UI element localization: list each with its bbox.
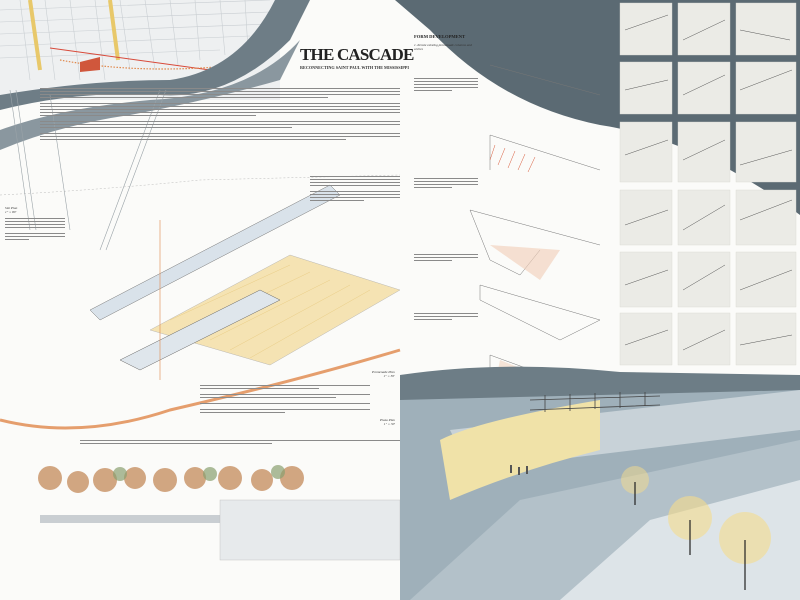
river-bank <box>0 40 300 150</box>
form-development-title: FORM DEVELOPMENT <box>414 34 466 39</box>
bar-elevation <box>38 465 401 561</box>
people <box>510 465 528 475</box>
render-view <box>400 366 800 600</box>
form-step-5-text <box>414 313 478 322</box>
bridge <box>529 392 661 412</box>
form-step-1: 1. Iterate existing promenade columns an… <box>414 43 472 52</box>
text-block-right <box>310 176 400 203</box>
plaza-plan-scale: 1" = 30' <box>383 422 395 426</box>
street-lamps <box>621 466 771 590</box>
promenade-plan <box>0 174 401 430</box>
page-subtitle: RECONNECTING SAINT PAUL WITH THE MISSISS… <box>300 65 409 70</box>
bridges <box>9 89 167 251</box>
promenade-plan-caption: Promenade Plan 1" = 30' <box>372 370 395 378</box>
promenade-plan-scale: 1" = 30' <box>383 374 395 378</box>
page-title: THE CASCADE <box>300 45 414 64</box>
site-plan-scale: 1" = 80' <box>5 210 17 214</box>
plaza-plan-caption: Plaza Plan 1" = 30' <box>380 418 395 426</box>
plaza-plan-label: Plaza Plan <box>380 418 395 422</box>
form-step-2-text <box>414 78 478 93</box>
intro-text-block <box>40 88 400 142</box>
site-plan-caption: Site Plan 1" = 80' <box>5 206 17 214</box>
sketch-grid <box>619 2 797 366</box>
elevation-text <box>80 440 400 446</box>
form-step-4-text <box>414 254 478 263</box>
site-plan-label: Site Plan <box>5 206 18 210</box>
form-step-3-text <box>414 178 478 190</box>
site-plan-text <box>5 218 65 242</box>
plan-description-text <box>200 385 370 415</box>
promenade-plan-label: Promenade Plan <box>372 370 395 374</box>
